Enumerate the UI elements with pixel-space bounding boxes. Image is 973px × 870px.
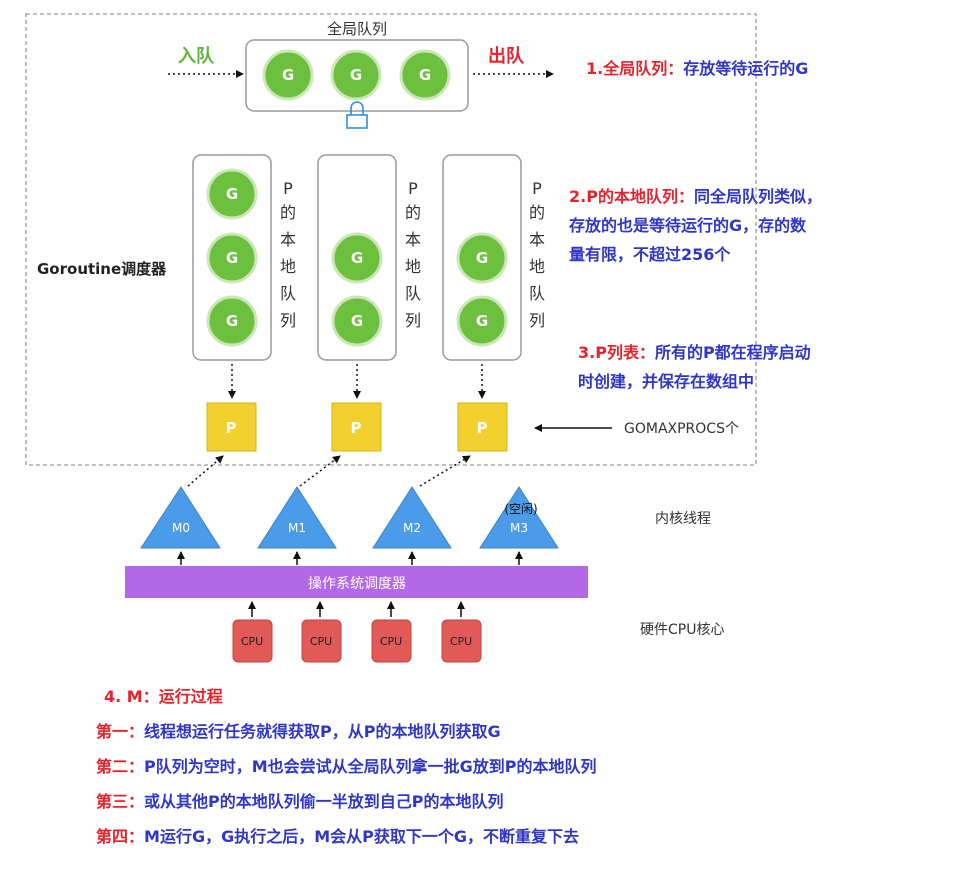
svg-text:CPU: CPU <box>380 635 402 648</box>
m-process-section: 4. M：运行过程 第一：线程想运行任务就得获取P，从P的本地队列获取G 第二：… <box>96 679 597 854</box>
goroutine-label: G <box>476 249 488 267</box>
cpu-core: CPU <box>232 619 273 663</box>
global-goroutine: G <box>330 49 382 101</box>
m-process-title: 4. M：运行过程 <box>104 687 223 706</box>
local-queue-label: P 的 本 地 队 列 <box>280 179 296 330</box>
global-goroutine: G <box>262 49 314 101</box>
cpu-core: CPU <box>371 619 412 663</box>
goroutine-label: G <box>351 312 363 330</box>
local-queue: G G <box>442 154 522 361</box>
svg-text:地: 地 <box>280 257 296 276</box>
svg-text:CPU: CPU <box>310 635 332 648</box>
svg-text:CPU: CPU <box>241 635 263 648</box>
local-queue-label: P 的 本 地 队 列 <box>405 179 421 330</box>
svg-text:P: P <box>477 419 488 437</box>
note-global-queue: 1.全局队列：存放等待运行的G <box>586 54 808 83</box>
os-scheduler-label: 操作系统调度器 <box>308 576 406 592</box>
svg-text:列: 列 <box>405 311 421 330</box>
svg-text:地: 地 <box>405 257 421 276</box>
svg-text:的: 的 <box>529 203 545 222</box>
svg-text:列: 列 <box>280 311 296 330</box>
enqueue-label: 入队 <box>178 45 215 67</box>
note-body: 同全局队列类似， <box>693 187 822 206</box>
svg-text:地: 地 <box>529 257 545 276</box>
thread-to-p-link <box>187 455 224 487</box>
local-queue: G G G <box>192 154 272 361</box>
svg-text:P: P <box>532 179 542 198</box>
svg-text:P: P <box>226 419 237 437</box>
goroutine-label: G <box>350 66 362 84</box>
idle-status: (空闲) <box>504 502 537 516</box>
local-queue: G G <box>317 154 397 361</box>
svg-text:列: 列 <box>529 311 545 330</box>
note-body: 时创建，并保存在数组中 <box>578 372 755 391</box>
gomaxprocs-label: GOMAXPROCS个 <box>624 421 739 437</box>
svg-text:的: 的 <box>280 203 296 222</box>
note-local-queue: 2.P的本地队列：同全局队列类似， 存放的也是等待运行的G，存的数 量有限，不超… <box>569 182 822 269</box>
processor-box: P <box>457 402 508 452</box>
note-head: 2.P的本地队列： <box>569 187 694 206</box>
kernel-thread: M0 <box>140 486 221 549</box>
svg-text:本: 本 <box>280 230 296 249</box>
svg-text:CPU: CPU <box>450 635 472 648</box>
svg-text:P: P <box>351 419 362 437</box>
svg-text:队: 队 <box>280 284 296 303</box>
global-goroutine: G <box>399 49 451 101</box>
thread-to-p-link <box>299 455 341 487</box>
cpu-core: CPU <box>441 619 482 663</box>
svg-text:M3: M3 <box>510 521 528 535</box>
cpu-core: CPU <box>301 619 342 663</box>
kernel-thread-label: 内核线程 <box>655 511 711 527</box>
note-body: 量有限，不超过256个 <box>569 245 731 264</box>
scheduler-boundary <box>25 13 757 466</box>
note-head: 1.全局队列： <box>586 59 684 78</box>
processor-box: P <box>206 402 257 452</box>
global-queue-title: 全局队列 <box>327 20 387 38</box>
svg-text:M0: M0 <box>172 521 190 535</box>
m-process-step: 第三：或从其他P的本地队列偷一半放到自己P的本地队列 <box>96 792 504 811</box>
thread-to-p-link <box>419 455 471 487</box>
svg-text:队: 队 <box>405 284 421 303</box>
note-p-list: 3.P列表：所有的P都在程序启动 时创建，并保存在数组中 <box>578 338 811 396</box>
svg-text:队: 队 <box>529 284 545 303</box>
kernel-thread: M1 <box>257 486 337 549</box>
svg-text:的: 的 <box>405 203 421 222</box>
m-process-step: 第四：M运行G，G执行之后，M会从P获取下一个G，不断重复下去 <box>96 827 579 846</box>
os-scheduler-bar <box>125 566 588 598</box>
cpu-core-label: 硬件CPU核心 <box>640 622 724 638</box>
note-body: 存放的也是等待运行的G，存的数 <box>569 216 807 235</box>
svg-text:P: P <box>283 179 293 198</box>
svg-text:P: P <box>408 179 418 198</box>
m-process-step: 第一：线程想运行任务就得获取P，从P的本地队列获取G <box>96 722 501 741</box>
goroutine-label: G <box>476 312 488 330</box>
note-body: 所有的P都在程序启动 <box>654 343 811 362</box>
lock-icon <box>346 101 368 129</box>
svg-text:M1: M1 <box>288 521 306 535</box>
goroutine-label: G <box>351 249 363 267</box>
svg-text:本: 本 <box>405 230 421 249</box>
goroutine-label: G <box>226 185 238 203</box>
svg-text:本: 本 <box>529 230 545 249</box>
processor-box: P <box>331 402 382 452</box>
note-head: 3.P列表： <box>578 343 655 362</box>
kernel-thread-idle: M3 (空闲) <box>479 486 559 549</box>
goroutine-label: G <box>226 249 238 267</box>
scheduler-label: Goroutine调度器 <box>37 260 167 278</box>
m-process-step: 第二：P队列为空时，M也会尝试从全局队列拿一批G放到P的本地队列 <box>96 757 597 776</box>
note-body: 存放等待运行的G <box>683 59 809 78</box>
kernel-thread: M2 <box>372 486 452 549</box>
svg-text:M2: M2 <box>403 521 421 535</box>
dequeue-label: 出队 <box>488 45 525 67</box>
goroutine-label: G <box>226 312 238 330</box>
goroutine-label: G <box>282 66 294 84</box>
local-queue-label: P 的 本 地 队 列 <box>529 179 545 330</box>
goroutine-label: G <box>419 66 431 84</box>
